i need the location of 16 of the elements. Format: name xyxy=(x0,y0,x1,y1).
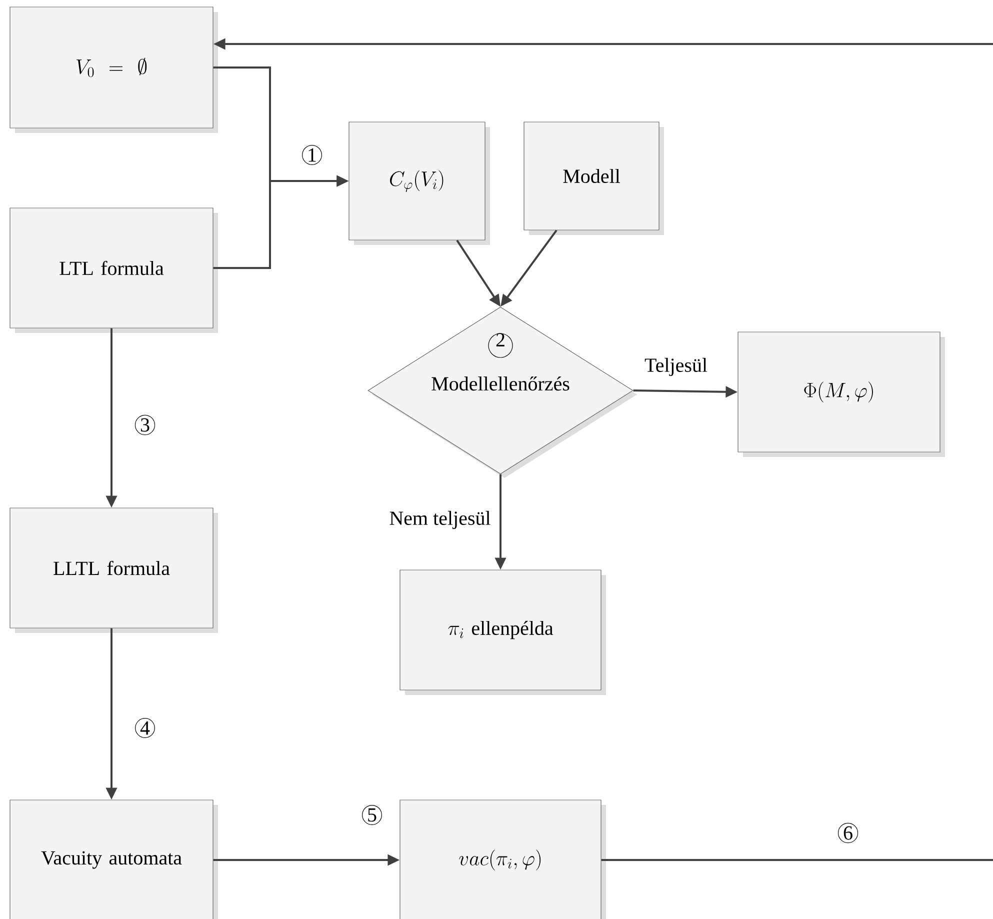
process-box: $\pi_i \mbox{ ellenpélda}$ xyxy=(400,570,606,695)
step-number: 5 xyxy=(362,805,382,825)
process-box: Vacuity automata xyxy=(10,800,218,919)
process-box: LLTL formula xyxy=(10,508,218,633)
process-box: Modell xyxy=(524,122,664,235)
edge-label: Nem teljesül xyxy=(388,510,492,530)
step-number: 6 xyxy=(838,822,858,844)
process-box: $\Phi(M,\varphi)$ xyxy=(738,332,945,457)
process-box: LTL formula xyxy=(10,208,218,333)
process-box: $C_\varphi(V_i)$ xyxy=(348,122,490,245)
step-number: 1 xyxy=(302,145,322,165)
step-number: 3 xyxy=(134,414,156,436)
process-box: $V_0 = \emptyset$ xyxy=(10,6,218,133)
process-box: $vac(\pi_i,\varphi)$ xyxy=(400,800,606,919)
edge-label: Teljesül xyxy=(644,356,709,378)
step-number: 4 xyxy=(135,718,155,738)
